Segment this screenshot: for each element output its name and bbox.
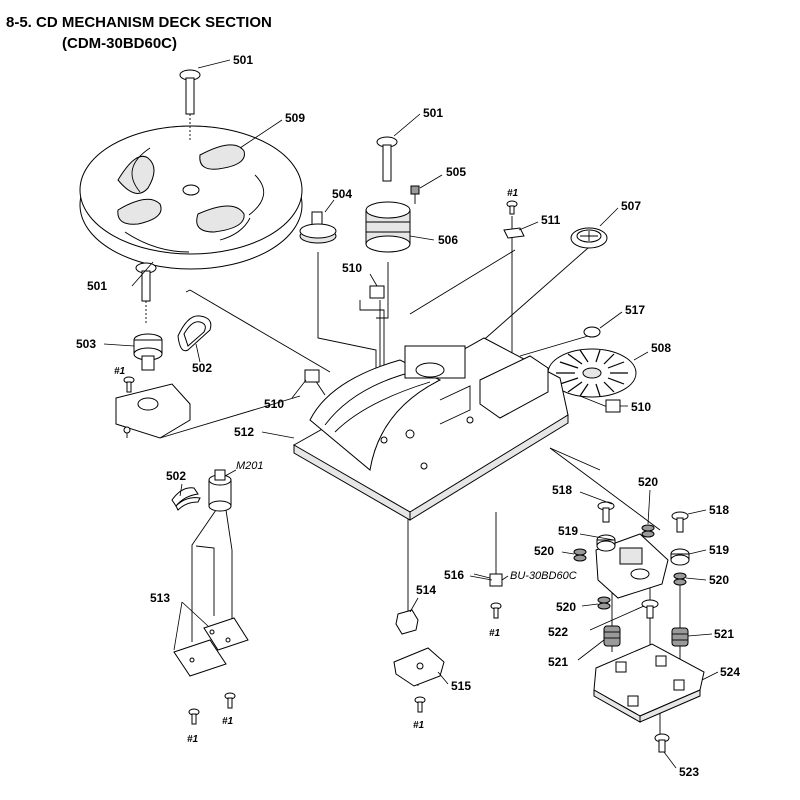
damper-520-b xyxy=(573,548,587,562)
switch-514 xyxy=(395,609,419,635)
screw-ref1-513b xyxy=(224,692,236,709)
label-bu-30bd60c: BU-30BD60C xyxy=(510,570,577,582)
belt-502-lower xyxy=(171,487,201,511)
label-503: 503 xyxy=(76,337,96,351)
ref1-bracket: #1 xyxy=(114,366,126,377)
label-505: 505 xyxy=(446,165,466,179)
label-507: 507 xyxy=(621,199,641,213)
spindle-504 xyxy=(299,211,337,244)
label-510-left: 510 xyxy=(264,397,284,411)
label-517: 517 xyxy=(625,303,645,317)
optical-pickup-bu xyxy=(595,533,669,599)
diagram-title: 8-5. CD MECHANISM DECK SECTION xyxy=(6,14,272,31)
label-520-right: 520 xyxy=(709,573,729,587)
ref1-513a: #1 xyxy=(187,734,199,745)
label-m201: M201 xyxy=(236,460,264,472)
screw-523 xyxy=(654,733,670,753)
ref1-513b: #1 xyxy=(222,716,234,727)
washer-517 xyxy=(583,326,601,338)
clip-511 xyxy=(503,200,525,239)
turntable-509 xyxy=(79,125,303,270)
label-521-right: 521 xyxy=(714,627,734,641)
label-511: 511 xyxy=(541,213,561,227)
part-labels: 501 509 501 501 504 505 506 511 507 510 … xyxy=(76,53,740,779)
belt-502 xyxy=(177,315,212,352)
label-516: 516 xyxy=(444,568,464,582)
screw-501-top xyxy=(179,69,201,140)
label-509: 509 xyxy=(285,111,305,125)
block-510-left xyxy=(304,369,320,383)
label-518-right: 518 xyxy=(709,503,729,517)
block-510-right xyxy=(605,399,621,413)
screw-518-right xyxy=(671,511,689,533)
label-502-upper: 502 xyxy=(192,361,212,375)
motor-bracket xyxy=(115,383,191,439)
board-513 xyxy=(173,617,249,677)
label-522: 522 xyxy=(548,625,568,639)
damper-520-d xyxy=(597,596,611,610)
label-504: 504 xyxy=(332,187,352,201)
label-521-left: 521 xyxy=(548,655,568,669)
label-512: 512 xyxy=(234,425,254,439)
leader-lines xyxy=(103,59,719,769)
label-520-left: 520 xyxy=(534,544,554,558)
label-513: 513 xyxy=(150,591,170,605)
damper-520-a xyxy=(641,524,655,538)
screw-ref1-516 xyxy=(490,602,502,619)
screw-ref1-513a xyxy=(188,708,200,725)
label-501-left: 501 xyxy=(87,279,107,293)
label-515: 515 xyxy=(451,679,471,693)
screw-522 xyxy=(641,599,659,619)
label-520-bottom: 520 xyxy=(556,600,576,614)
damper-520-c xyxy=(673,572,687,586)
label-514: 514 xyxy=(416,583,436,597)
label-510-right: 510 xyxy=(631,400,651,414)
diagram-subtitle: (CDM-30BD60C) xyxy=(62,35,178,52)
gear-506 xyxy=(365,201,411,253)
label-524: 524 xyxy=(720,665,740,679)
label-523: 523 xyxy=(679,765,699,779)
label-501-middle: 501 xyxy=(423,106,443,120)
screw-501-left xyxy=(135,262,157,325)
label-519-right: 519 xyxy=(709,543,729,557)
label-518-left: 518 xyxy=(552,483,572,497)
spring-521-right xyxy=(671,627,689,647)
block-510-top xyxy=(369,285,385,299)
pulley-assembly-503 xyxy=(133,333,163,371)
screw-ref1-515 xyxy=(414,696,426,713)
ref1-511: #1 xyxy=(507,188,519,199)
board-515 xyxy=(393,647,445,687)
insulator-519-right xyxy=(670,548,690,566)
ref1-515: #1 xyxy=(413,720,425,731)
screw-ref1-bracket xyxy=(123,376,135,393)
label-501-top: 501 xyxy=(233,53,253,67)
screw-518-left xyxy=(597,501,615,523)
label-520-top: 520 xyxy=(638,475,658,489)
ref1-516: #1 xyxy=(489,628,501,639)
motor-m201 xyxy=(208,469,232,512)
pin-505 xyxy=(410,185,420,204)
label-519-left: 519 xyxy=(558,524,578,538)
encoder-disc-508 xyxy=(547,348,637,398)
spring-521-left xyxy=(603,625,621,647)
pulley-507 xyxy=(570,227,608,249)
chassis-512 xyxy=(293,337,569,521)
label-508: 508 xyxy=(651,341,671,355)
label-506: 506 xyxy=(438,233,458,247)
screw-501-middle xyxy=(376,136,398,182)
label-502-lower: 502 xyxy=(166,469,186,483)
base-frame-524 xyxy=(593,643,705,723)
label-510-top: 510 xyxy=(342,261,362,275)
